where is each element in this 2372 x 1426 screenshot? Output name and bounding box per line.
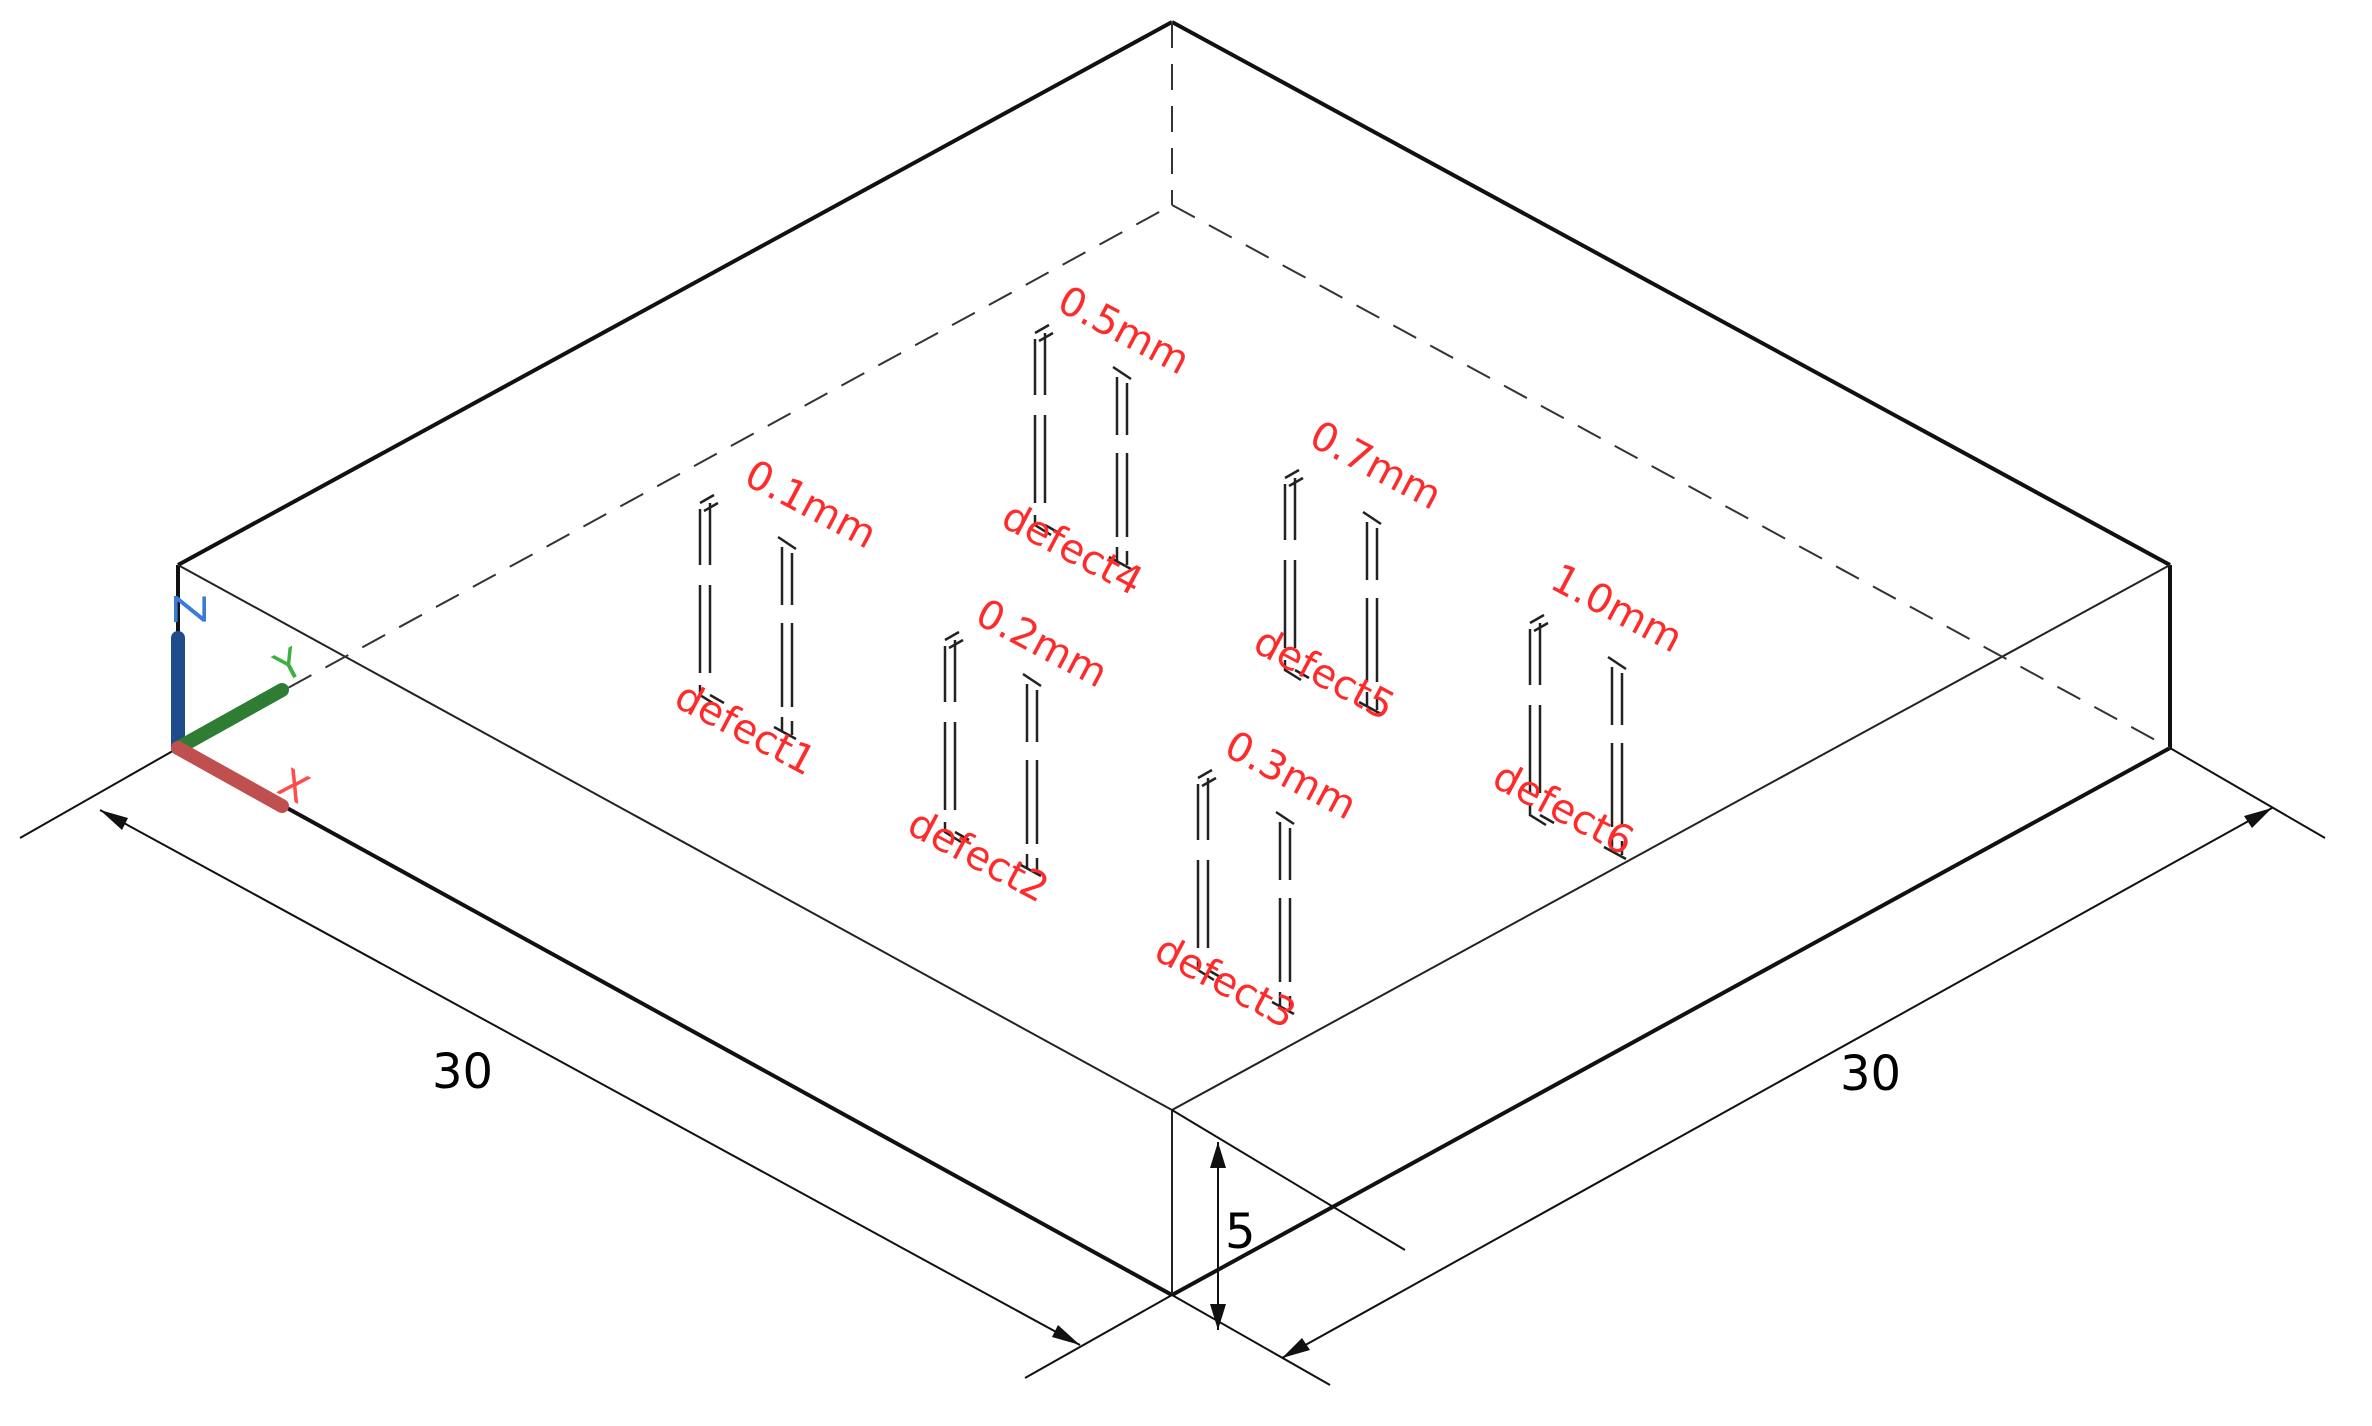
defect-3: 0.3mm defect3 (1147, 722, 1364, 1038)
axis-z-label: Z (163, 594, 214, 624)
dim-label-width: 30 (432, 1044, 493, 1100)
edge-front-left-bottom (177, 746, 1173, 1297)
defect-4-size: 0.5mm (1050, 277, 1197, 384)
plate-visible-edges (176, 20, 2172, 1297)
edge-top-left (177, 20, 1173, 567)
dimension-depth: 30 (1171, 747, 2326, 1386)
defect-2-name: defect2 (900, 800, 1056, 912)
defect-2-size: 0.2mm (968, 590, 1115, 697)
axis-y-label: Y (266, 639, 311, 692)
dim-extension-right-1 (2169, 747, 2326, 839)
dim-arrow-height-top (1210, 1142, 1226, 1168)
axis-x-line (171, 741, 289, 813)
defect-1-size: 0.1mm (737, 451, 884, 558)
defects-layer: 0.1mm defect1 0.2mm defect2 0.3mm defect… (667, 277, 1690, 1038)
defect-1-name: defect1 (667, 673, 823, 785)
dimension-width: 30 (19, 747, 1173, 1379)
dim-arrow-depth-start (1282, 1338, 1310, 1358)
defect-4: 0.5mm defect4 (994, 277, 1197, 605)
defect-6-size: 1.0mm (1543, 555, 1690, 662)
edge-front-right-top (1171, 564, 2171, 1111)
axis-y-line (171, 683, 289, 755)
defect-5: 0.7mm defect5 (1246, 412, 1449, 730)
dim-arrow-width-end (1052, 1325, 1080, 1345)
edge-front-right-bottom (1171, 746, 2171, 1297)
defect-3-size: 0.3mm (1217, 722, 1364, 829)
hidden-edge-back-right (1171, 204, 2171, 749)
edge-front-left-top (177, 564, 1173, 1111)
defect-1: 0.1mm defect1 (667, 451, 884, 785)
dimension-height: 5 (1171, 1109, 1406, 1330)
hidden-edge-back-left (177, 204, 1173, 749)
edge-top-right (1171, 20, 2171, 567)
defect-5-name: defect5 (1246, 618, 1402, 730)
defect-6-name: defect6 (1485, 753, 1641, 865)
dim-line-width (99, 809, 1081, 1346)
dim-extension-height-1 (1171, 1109, 1406, 1251)
axis-triad: Z Y X (163, 594, 316, 813)
dim-label-depth: 30 (1840, 1046, 1901, 1102)
dim-arrow-width-start (100, 810, 128, 830)
defect-2: 0.2mm defect2 (900, 590, 1115, 912)
dim-extension-left-2 (1024, 1294, 1173, 1379)
defect-5-size: 0.7mm (1302, 412, 1449, 519)
dim-line-depth (1281, 807, 2273, 1359)
dim-label-height: 5 (1225, 1204, 1256, 1260)
defect-6: 1.0mm defect6 (1485, 555, 1690, 865)
dim-extension-right-2 (1171, 1294, 1331, 1386)
dim-arrow-height-bottom (1210, 1304, 1226, 1330)
dim-extension-left-1 (19, 747, 179, 839)
dim-arrow-depth-end (2244, 808, 2272, 828)
plate-hidden-edges (177, 22, 2171, 749)
